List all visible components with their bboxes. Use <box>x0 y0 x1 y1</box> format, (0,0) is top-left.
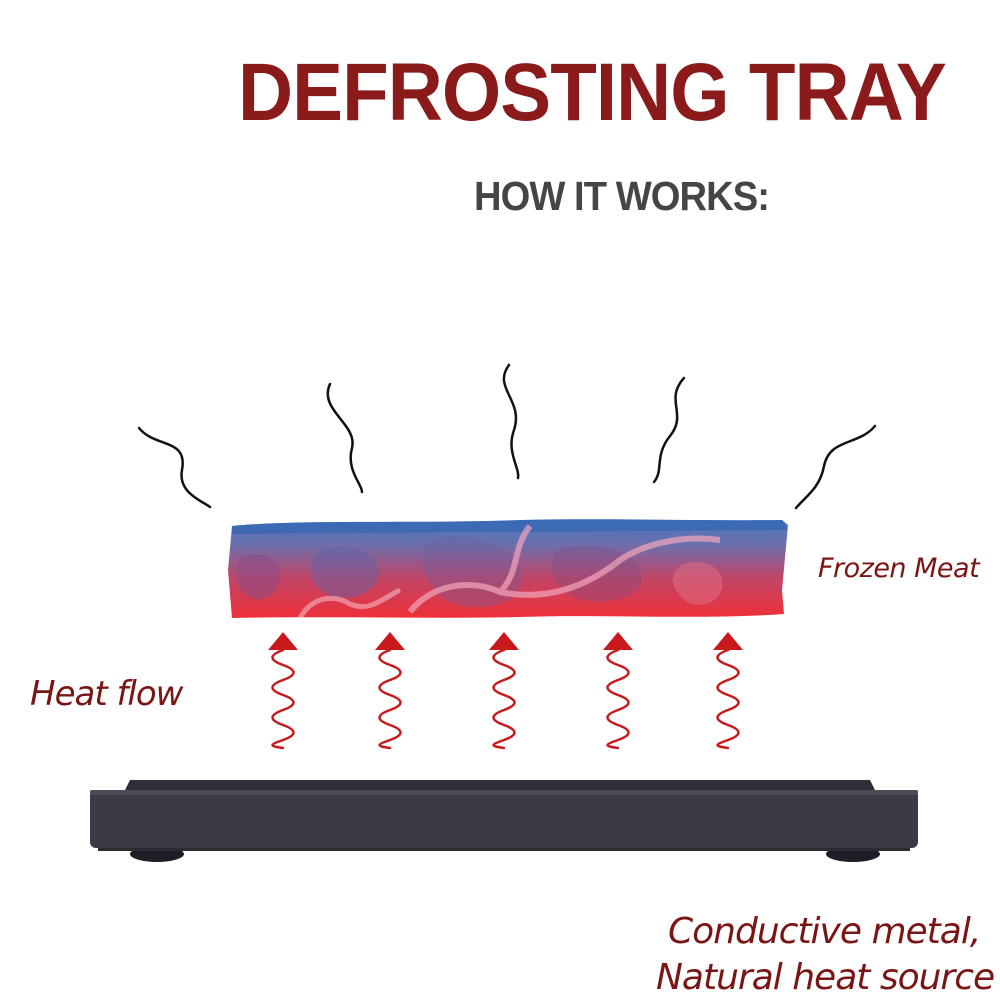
page-title: DEFROSTING TRAY <box>238 47 947 138</box>
page-subtitle: HOW IT WORKS: <box>474 173 770 219</box>
heat-arrow-icon <box>713 632 743 750</box>
steam-wave-icon <box>326 382 364 494</box>
frozen-meat-label: Frozen Meat <box>818 553 980 584</box>
frozen-meat-icon <box>228 519 788 618</box>
steam-wave-icon <box>794 424 877 510</box>
tray-label-line1: Conductive metal, <box>668 911 981 952</box>
heat-arrow-icon <box>375 632 405 750</box>
tray-label-line2: Natural heat source <box>656 957 995 998</box>
heat-arrow-icon <box>603 632 633 750</box>
heat-flow-label: Heat flow <box>30 674 183 714</box>
heat-arrow-group <box>268 632 743 750</box>
tray-icon <box>90 780 918 862</box>
steam-wave-group <box>137 363 877 510</box>
steam-wave-icon <box>137 426 212 509</box>
heat-arrow-icon <box>268 632 298 750</box>
steam-wave-icon <box>502 363 520 480</box>
steam-wave-icon <box>652 376 686 484</box>
heat-arrow-icon <box>489 632 519 750</box>
